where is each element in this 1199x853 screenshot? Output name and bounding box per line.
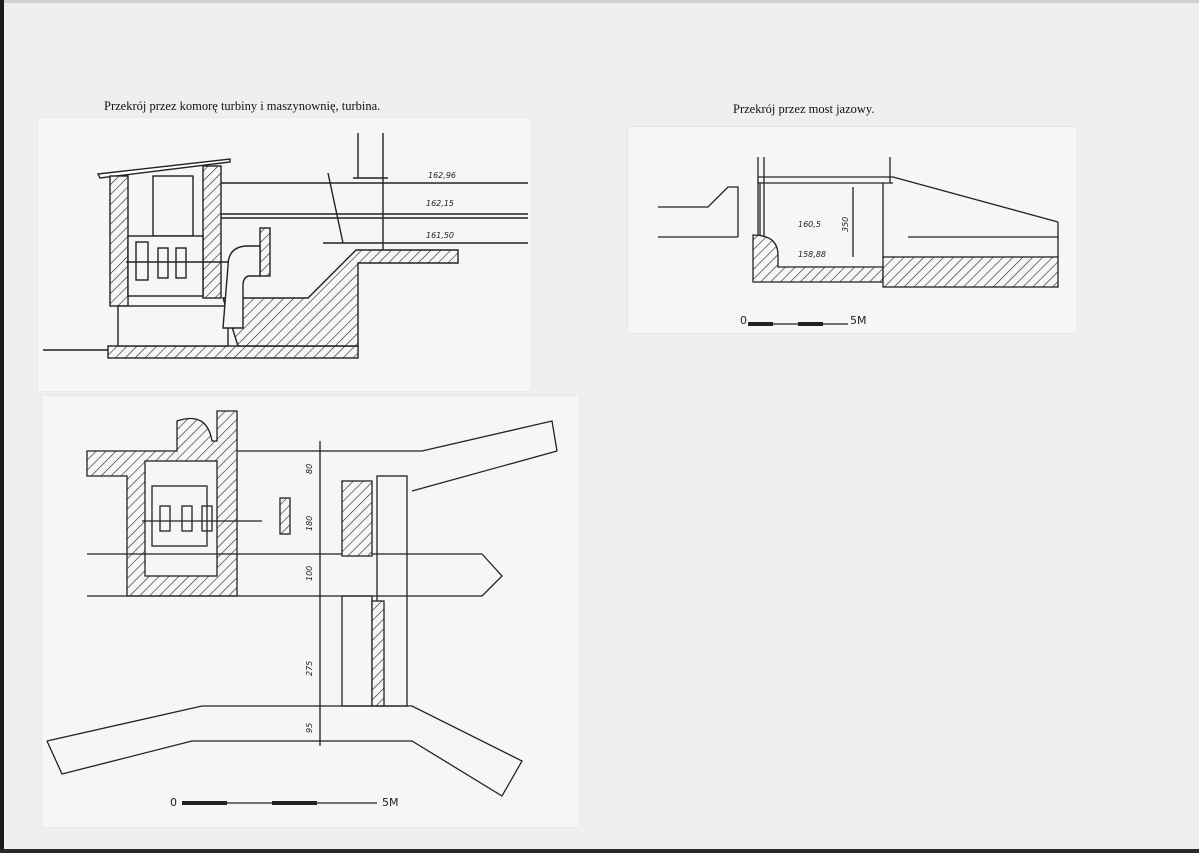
scale-bar [182, 801, 227, 805]
scale-end: 5M [382, 796, 399, 809]
scale-bar [748, 322, 773, 326]
dim-label: 100 [305, 566, 314, 581]
plan-drawing: 80 180 100 275 95 0 5M [42, 396, 579, 827]
paper-left-edge [0, 0, 4, 853]
weir-section-title: Przekrój przez most jazowy. [733, 102, 875, 116]
turbine-section-drawing: 162,96 162,15 161,50 [38, 118, 531, 391]
scale-bar [272, 801, 317, 805]
level-label: 162,96 [428, 171, 456, 180]
level-label: 160,5 [798, 220, 821, 229]
scale-start: 0 [740, 314, 747, 327]
level-label: 158,88 [798, 250, 826, 259]
scale-bar [798, 322, 823, 326]
dim-label: 95 [305, 723, 314, 733]
level-label: 161,50 [426, 231, 454, 240]
height-label: 350 [841, 217, 850, 232]
dim-label: 180 [305, 516, 314, 531]
scale-start: 0 [170, 796, 177, 809]
scale-end: 5M [850, 314, 867, 327]
paper-bottom-edge [0, 849, 1199, 853]
paper-top-edge [0, 0, 1199, 3]
dim-label: 80 [305, 464, 314, 474]
turbine-section-title: Przekrój przez komorę turbiny i maszynow… [104, 99, 381, 113]
weir-section-drawing: 160,5 158,88 350 0 5M [628, 127, 1077, 333]
level-label: 162,15 [426, 199, 454, 208]
dim-label: 275 [305, 661, 314, 676]
